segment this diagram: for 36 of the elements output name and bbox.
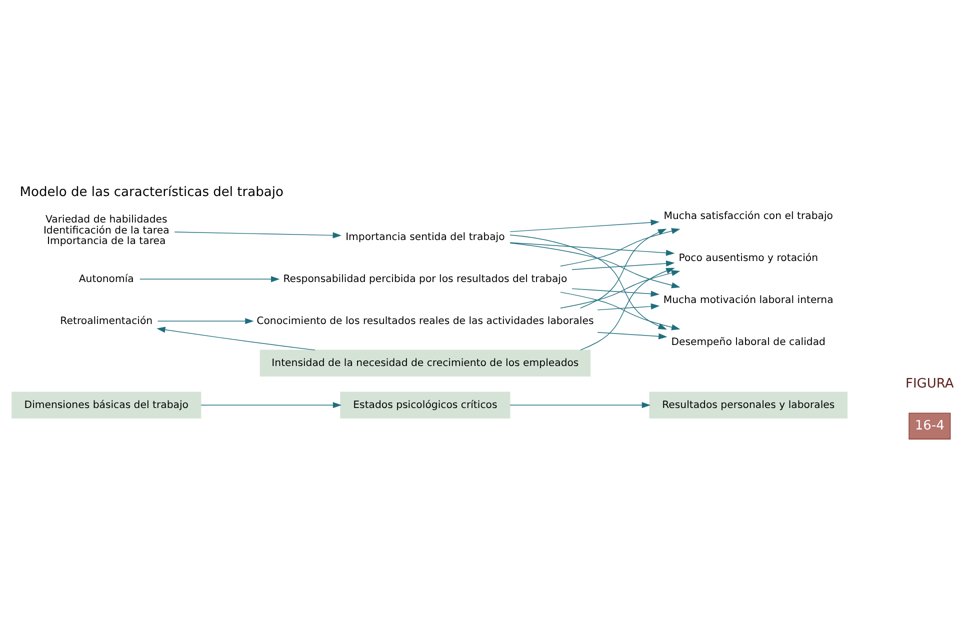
node-text: Importancia sentida del trabajo <box>346 232 505 243</box>
arrow <box>510 402 651 408</box>
node-text: Mucha satisfacción con el trabajo <box>664 210 834 222</box>
arrow <box>140 276 280 282</box>
node-text: Variedad de habilidades Identificación de la tarea Importancia de la tarea <box>43 214 170 248</box>
node-text: Mucha motivación laboral interna <box>663 294 834 306</box>
diagram-title: Modelo de las características del trabajo <box>20 185 284 200</box>
node-text: Responsabilidad percibida por los resultados del trabajo <box>283 274 568 285</box>
node-text: Autonomía <box>78 274 134 285</box>
node-text: Retroalimentación <box>60 316 153 327</box>
arrow <box>560 270 680 308</box>
arrow <box>156 326 316 350</box>
arrow <box>560 228 680 266</box>
node-box: Dimensiones básicas del trabajo <box>12 392 202 418</box>
node-box: Estados psicológicos críticos <box>340 392 510 418</box>
arrow <box>510 242 675 256</box>
arrow <box>597 332 668 340</box>
arrow <box>510 234 667 330</box>
label: 16-4 <box>914 418 944 434</box>
arrow <box>174 232 342 238</box>
arrow <box>580 268 675 350</box>
arrow <box>580 228 667 308</box>
node-text: Desempeño laboral de calidad <box>671 336 826 348</box>
node-box: Intensidad de la necesidad de crecimiento de los empleados <box>260 350 591 376</box>
arrow <box>510 242 680 288</box>
arrow <box>560 292 680 330</box>
arrow <box>510 219 660 232</box>
label: FIGURA <box>905 376 954 392</box>
arrow <box>200 402 342 408</box>
node-text: Conocimiento de los resultados reales de las actividades laborales <box>256 316 594 327</box>
node-box: Resultados personales y laborales <box>649 392 848 418</box>
arrow <box>572 260 675 270</box>
arrow <box>597 303 660 310</box>
node-text: Poco ausentismo y rotación <box>678 252 818 264</box>
arrow <box>157 318 254 324</box>
arrow <box>572 288 660 297</box>
